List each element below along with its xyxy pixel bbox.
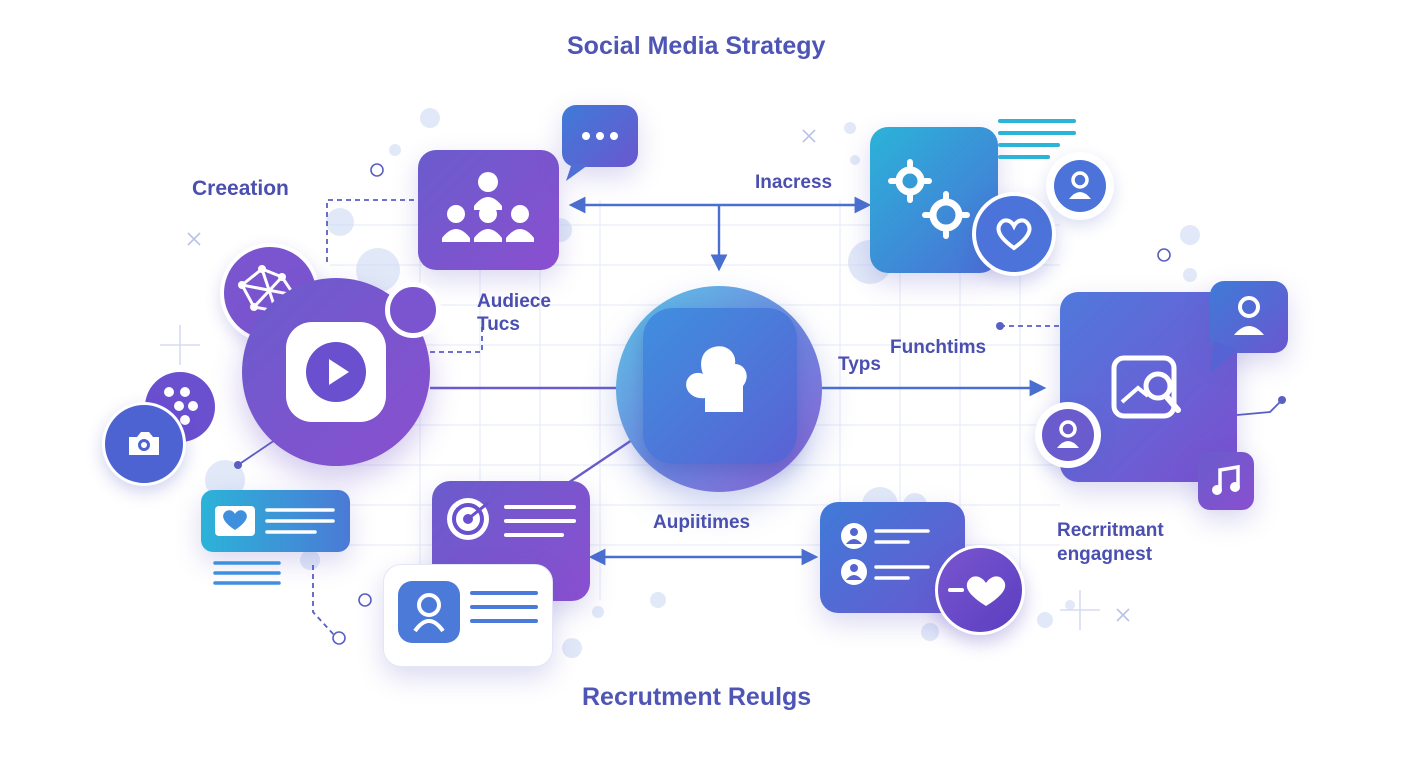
chat-bubble-icon — [566, 132, 618, 181]
video-tile — [286, 322, 386, 422]
center-tile — [643, 308, 797, 464]
user-list-icon — [841, 523, 930, 585]
user-badge-top-inner — [1054, 160, 1106, 212]
profile-avatar — [398, 581, 460, 643]
camera-badge[interactable] — [102, 402, 186, 486]
user-icon — [1057, 420, 1079, 448]
label-types: Typs — [838, 354, 881, 375]
search-image-icon — [1111, 355, 1181, 419]
heart-badge[interactable] — [972, 192, 1056, 276]
music-note-icon — [1212, 464, 1240, 495]
target-icon — [447, 498, 576, 540]
text-lines-icon — [470, 591, 538, 623]
label-creation: Creeation — [192, 177, 289, 200]
heart-icon — [996, 218, 1032, 251]
label-aupiitimes: Aupiitimes — [653, 512, 751, 533]
text-lines-icon — [213, 561, 281, 585]
dots-icon — [164, 387, 198, 425]
user-icon — [413, 593, 445, 633]
diagram-footer: Recrutment Reulgs — [582, 683, 812, 711]
user-badge-right-inner — [1042, 409, 1094, 461]
text-lines-icon — [998, 119, 1076, 159]
label-recruitment: Recrritmant — [1057, 520, 1164, 541]
play-badge — [306, 342, 366, 402]
label-audience: Audiece — [477, 291, 551, 312]
chat-bubble-card[interactable] — [562, 105, 638, 181]
user-icon — [1069, 171, 1091, 199]
user-list-card[interactable] — [820, 502, 965, 613]
user-badge-top[interactable] — [1046, 152, 1114, 220]
music-card[interactable] — [1198, 452, 1254, 510]
heart-hands-icon — [215, 506, 335, 536]
like-badge[interactable] — [935, 545, 1025, 635]
label-functions: Funchtims — [890, 337, 987, 358]
message-card[interactable] — [201, 490, 350, 552]
label-recruitment-line2: engagnest — [1057, 544, 1153, 565]
play-icon — [329, 359, 349, 385]
profile-card[interactable] — [383, 564, 553, 667]
heart-icon — [948, 576, 1006, 606]
camera-icon — [129, 432, 159, 455]
user-icon — [1210, 296, 1264, 373]
diagram-title: Social Media Strategy — [567, 32, 826, 60]
label-increase: Inacress — [755, 172, 833, 193]
user-badge-right[interactable] — [1035, 402, 1101, 468]
label-audience-line2: Tucs — [477, 314, 520, 335]
notification-dot[interactable] — [385, 282, 441, 338]
gears-icon — [888, 159, 970, 239]
audience-group-card[interactable] — [418, 150, 559, 270]
user-chat-card[interactable] — [1210, 281, 1288, 373]
center-hub[interactable] — [616, 286, 822, 492]
profile-bubble-icon — [686, 346, 747, 412]
group-users-icon — [442, 172, 534, 242]
